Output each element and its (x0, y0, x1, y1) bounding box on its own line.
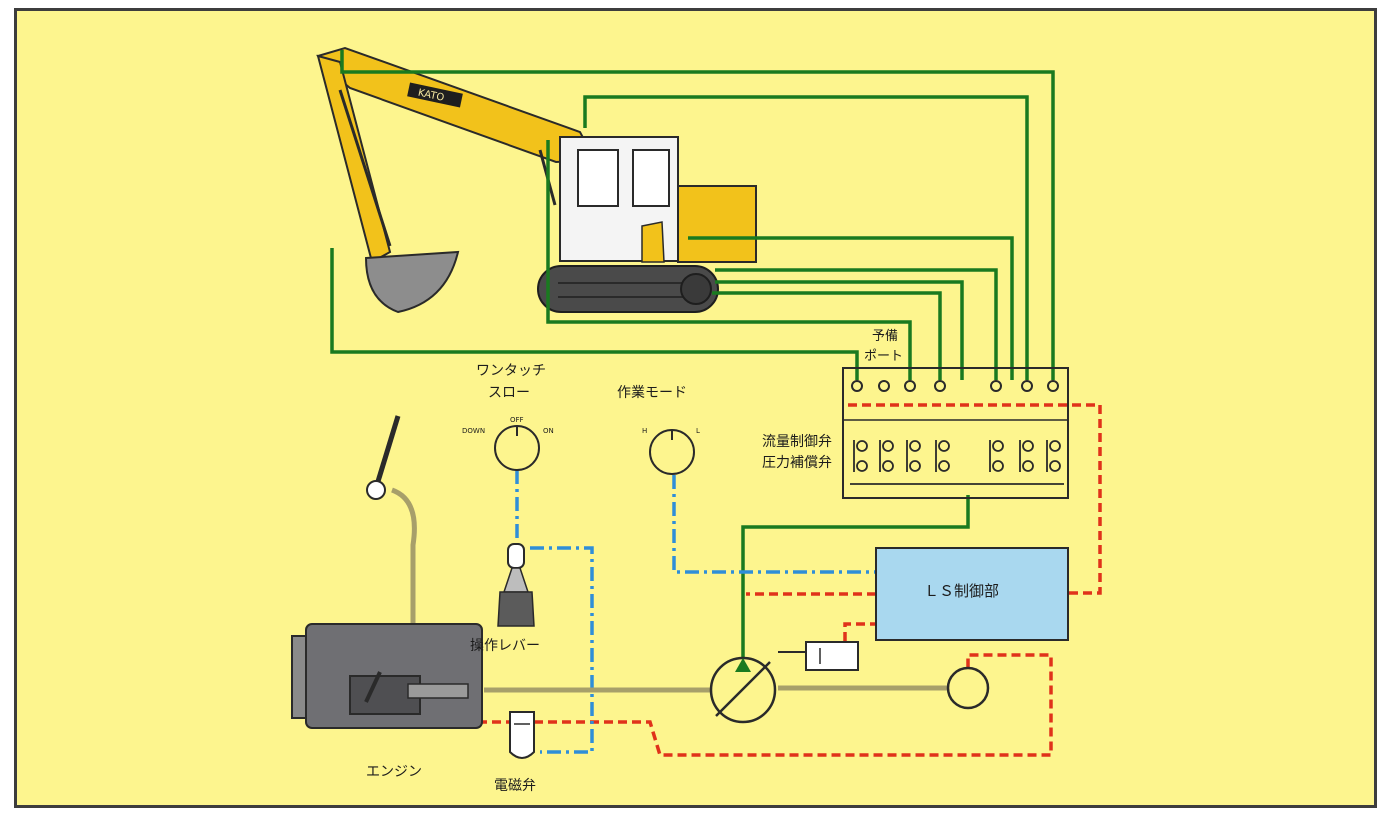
solenoid-valve-label: 電磁弁 (494, 778, 536, 794)
signal-line (530, 546, 594, 754)
one-touch-slow-label-line2: スロー (488, 385, 530, 401)
excavator-bucket (364, 250, 460, 314)
flow-valve-label-line1: 流量制御弁 (762, 434, 832, 450)
hydraulic-line (688, 236, 1014, 380)
diagram-frame (14, 8, 1377, 808)
cab-window-front (577, 149, 619, 207)
one-touch-slow-dial: DOWN OFF ON (462, 416, 554, 471)
throttle-lever-icon (366, 415, 401, 500)
valve-port (904, 380, 916, 392)
pilot-line (848, 403, 1102, 595)
valve-spool (989, 440, 1004, 472)
solenoid-valve-icon (509, 711, 535, 759)
valve-spool (906, 440, 921, 472)
hydraulic-line (715, 280, 964, 380)
pump-icon (709, 656, 777, 724)
dial-off-label: OFF (510, 416, 524, 424)
reserve-port-label-line1: 予備 (872, 328, 898, 344)
valve-spool (879, 440, 894, 472)
ls-control-box (875, 547, 1069, 641)
hydraulic-line (583, 95, 1029, 380)
excavator-housing (677, 185, 757, 263)
hydraulic-line (340, 50, 1055, 380)
swivel-joint (641, 221, 665, 263)
brand-logo-plate (407, 82, 463, 108)
pump-regulator (778, 641, 859, 671)
brand-logo: KATO (417, 88, 445, 104)
throttle-cable (391, 487, 417, 698)
work-mode-dial: H L (642, 427, 700, 475)
valve-spool (1046, 440, 1061, 472)
cab-window-side (632, 149, 670, 207)
engine-icon (291, 623, 483, 729)
track-sprocket (680, 273, 712, 305)
one-touch-slow-label-line1: ワンタッチ (476, 363, 546, 379)
valve-port (851, 380, 863, 392)
valve-spool (1019, 440, 1034, 472)
signal-lines (515, 470, 876, 754)
reserve-port-label-line2: ポート (864, 349, 903, 364)
engine-label: エンジン (366, 764, 422, 780)
valve-port (1047, 380, 1059, 392)
arm-cylinder (338, 89, 392, 247)
control-valve-block (842, 367, 1069, 499)
signal-line (672, 475, 876, 574)
excavator-track (537, 265, 719, 313)
hydraulic-lines (330, 50, 1055, 672)
valve-port (1021, 380, 1033, 392)
hydraulic-line (715, 268, 998, 380)
operation-lever-label: 操作レバー (470, 638, 540, 654)
hydraulic-line (330, 248, 859, 380)
valve-port (878, 380, 890, 392)
dial-l-label: L (696, 427, 700, 435)
motor-icon (946, 666, 990, 710)
valve-spool (935, 440, 950, 472)
joystick-icon (497, 543, 535, 627)
hydraulic-line (546, 140, 912, 380)
dial-down-label: DOWN (462, 427, 485, 435)
valve-port (990, 380, 1002, 392)
excavator-arm (316, 54, 392, 264)
excavator-icon: KATO (316, 46, 757, 314)
flow-valve-label-line2: 圧力補償弁 (762, 455, 832, 471)
work-mode-label: 作業モード (617, 385, 687, 401)
valve-spool (853, 440, 868, 472)
mechanical-links (391, 487, 948, 698)
hydraulic-line (741, 495, 970, 672)
valve-port (934, 380, 946, 392)
valve-block-body (842, 367, 1069, 499)
dial-h-label: H (642, 427, 647, 435)
dial-on-label: ON (543, 427, 554, 435)
ls-control-label: ＬＳ制御部 (924, 582, 999, 600)
hydraulic-line (712, 291, 942, 380)
